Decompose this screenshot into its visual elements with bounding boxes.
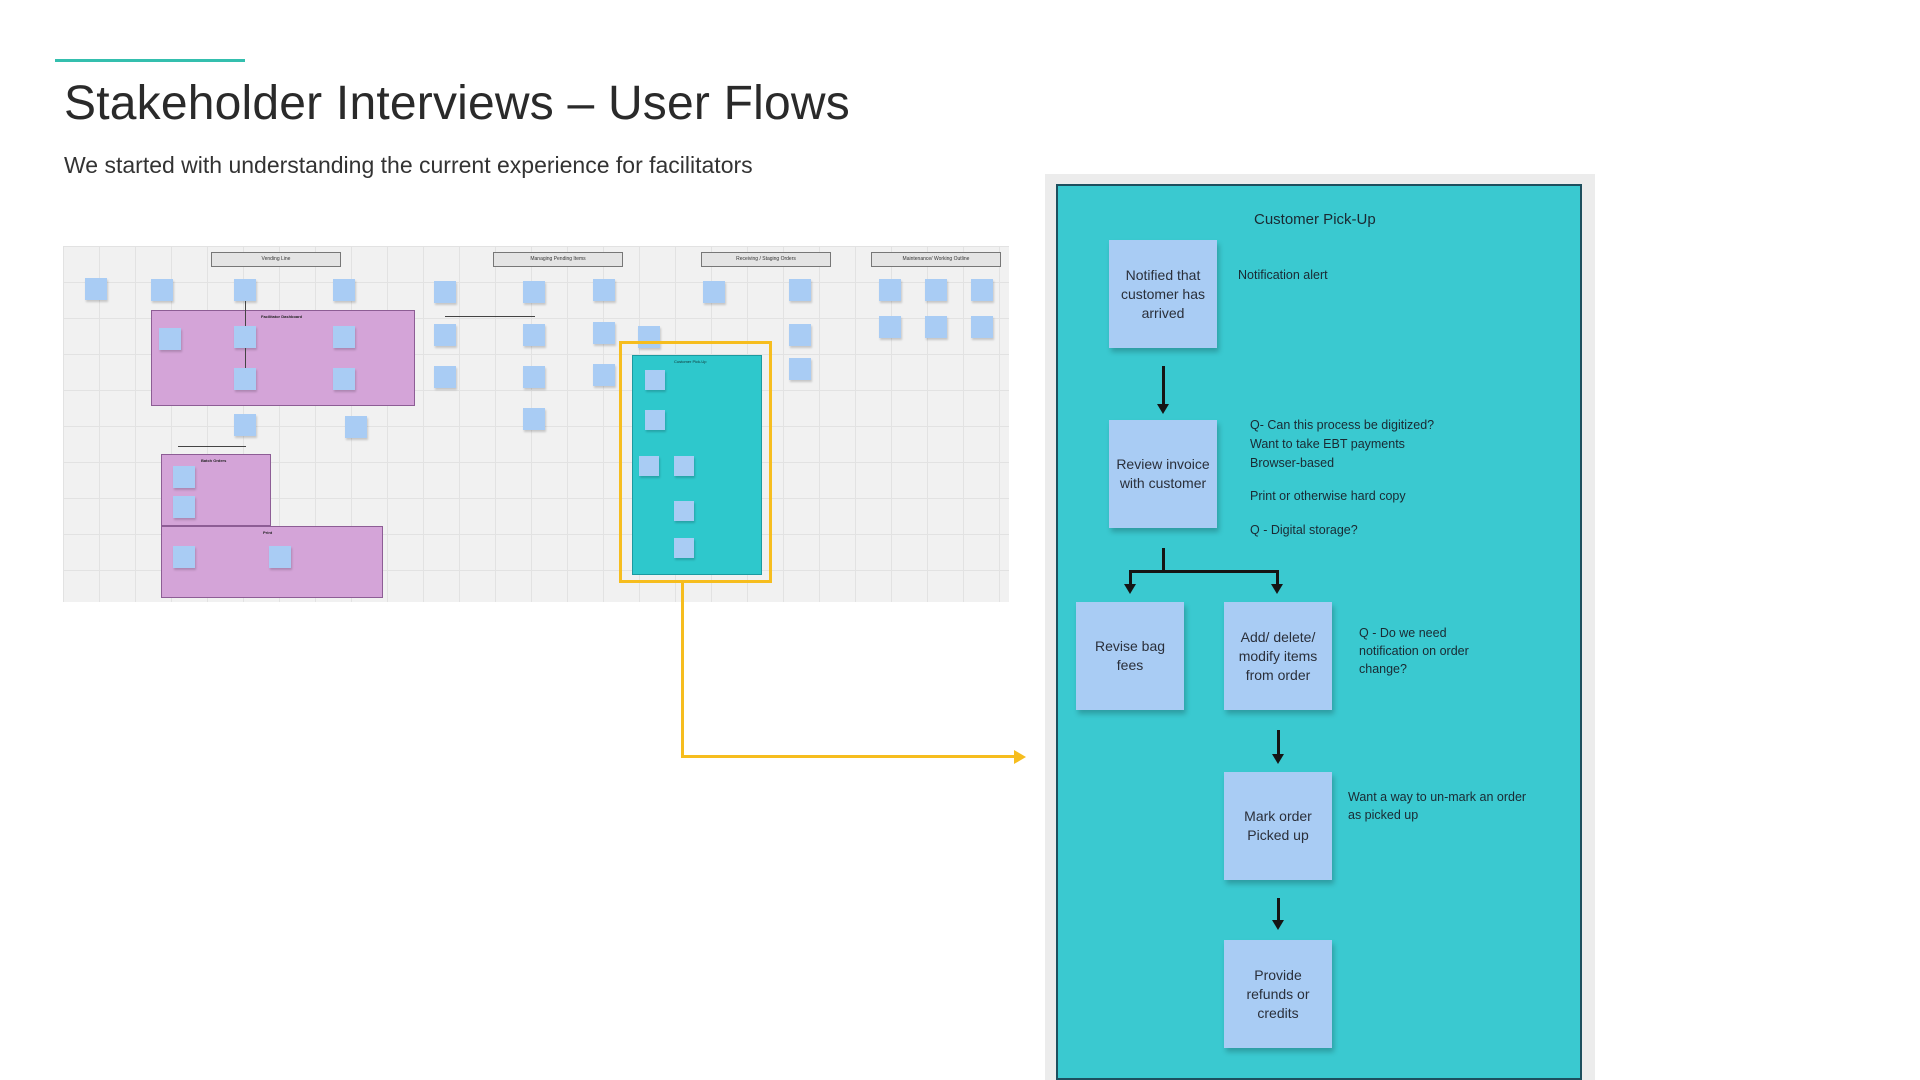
overview-connector [245, 348, 246, 368]
sticky-revise: Revise bag fees [1076, 602, 1184, 710]
overview-sticky [151, 279, 173, 301]
connector [1162, 548, 1165, 572]
page-subtitle: We started with understanding the curren… [64, 152, 753, 178]
overview-dashboard-group [151, 310, 415, 406]
note-unmark-2: as picked up [1348, 808, 1419, 822]
overview-sticky [925, 316, 947, 338]
note-unmark-1: Want a way to un-mark an order [1348, 790, 1527, 804]
connector [1129, 570, 1132, 584]
overview-board: Vending Line Managing Pending Items Rece… [63, 246, 1009, 602]
overview-sticky [879, 279, 901, 301]
overview-pickup-frame [632, 355, 762, 575]
overview-sticky [523, 281, 545, 303]
flow-title: Customer Pick-Up [1254, 211, 1376, 228]
sticky-notified: Notified that customer has arrived [1109, 240, 1217, 348]
overview-sticky [434, 281, 456, 303]
overview-sticky [879, 316, 901, 338]
overview-sticky [523, 366, 545, 388]
overview-sticky [173, 466, 195, 488]
overview-sticky [593, 322, 615, 344]
overview-header: Receiving / Staging Orders [701, 252, 831, 267]
sticky-mark-picked-up: Mark order Picked up [1224, 772, 1332, 880]
note-notify-change-2: notification on order [1359, 644, 1469, 658]
overview-sticky [674, 538, 694, 558]
overview-connector [178, 446, 246, 447]
overview-header: Vending Line [211, 252, 341, 267]
note-ebt: Want to take EBT payments [1250, 437, 1405, 451]
connector [1277, 730, 1280, 756]
overview-sticky [674, 501, 694, 521]
connector [1277, 898, 1280, 922]
callout-arrow-icon [1014, 750, 1026, 764]
overview-sticky [173, 546, 195, 568]
page-title: Stakeholder Interviews – User Flows [64, 77, 850, 130]
callout-line-vertical [681, 583, 684, 758]
overview-header: Managing Pending Items [493, 252, 623, 267]
overview-pickup-label: Customer Pick-Up [674, 359, 707, 364]
overview-sticky [925, 279, 947, 301]
note-digitize: Q- Can this process be digitized? [1250, 418, 1435, 432]
overview-sticky [434, 324, 456, 346]
connector [1129, 570, 1279, 573]
overview-batch-label: Batch Orders [201, 458, 227, 463]
overview-sticky [269, 546, 291, 568]
connector [1162, 366, 1165, 406]
overview-sticky [333, 279, 355, 301]
overview-sticky [234, 279, 256, 301]
callout-line-horizontal [681, 755, 1022, 758]
overview-sticky [523, 324, 545, 346]
overview-sticky [645, 370, 665, 390]
sticky-review: Review invoice with customer [1109, 420, 1217, 528]
overview-print-group [161, 526, 383, 598]
overview-sticky [333, 326, 355, 348]
overview-sticky [234, 414, 256, 436]
overview-sticky [674, 456, 694, 476]
sticky-refunds: Provide refunds or credits [1224, 940, 1332, 1048]
accent-rule [55, 59, 245, 62]
overview-sticky [234, 368, 256, 390]
arrow-head-icon [1272, 754, 1284, 764]
overview-sticky [85, 278, 107, 300]
overview-sticky [789, 358, 811, 380]
overview-connector [245, 301, 246, 326]
arrow-head-icon [1271, 584, 1283, 594]
overview-sticky [593, 364, 615, 386]
overview-sticky [971, 279, 993, 301]
overview-header: Maintenance/ Working Outline [871, 252, 1001, 267]
overview-sticky [234, 326, 256, 348]
overview-sticky [593, 279, 615, 301]
overview-sticky [703, 281, 725, 303]
note-notify-change-3: change? [1359, 662, 1407, 676]
note-storage: Q - Digital storage? [1250, 523, 1358, 537]
overview-sticky [789, 324, 811, 346]
overview-sticky [345, 416, 367, 438]
note-notify-change-1: Q - Do we need [1359, 626, 1447, 640]
arrow-head-icon [1272, 920, 1284, 930]
overview-sticky [645, 410, 665, 430]
note-browser: Browser-based [1250, 456, 1335, 470]
overview-sticky [173, 496, 195, 518]
note-print: Print or otherwise hard copy [1250, 489, 1406, 503]
overview-print-label: Print [263, 530, 273, 535]
connector [1276, 570, 1279, 584]
overview-highlight-box [619, 341, 772, 583]
overview-sticky [159, 328, 181, 350]
overview-sticky [523, 408, 545, 430]
arrow-head-icon [1124, 584, 1136, 594]
overview-sticky [333, 368, 355, 390]
overview-sticky [639, 456, 659, 476]
overview-dashboard-label: Facilitator Dashboard [261, 314, 303, 319]
overview-connector [445, 316, 535, 317]
overview-sticky [971, 316, 993, 338]
arrow-head-icon [1157, 404, 1169, 414]
sticky-modify: Add/ delete/ modify items from order [1224, 602, 1332, 710]
overview-sticky [789, 279, 811, 301]
overview-sticky [434, 366, 456, 388]
note-notification-alert: Notification alert [1238, 268, 1328, 282]
